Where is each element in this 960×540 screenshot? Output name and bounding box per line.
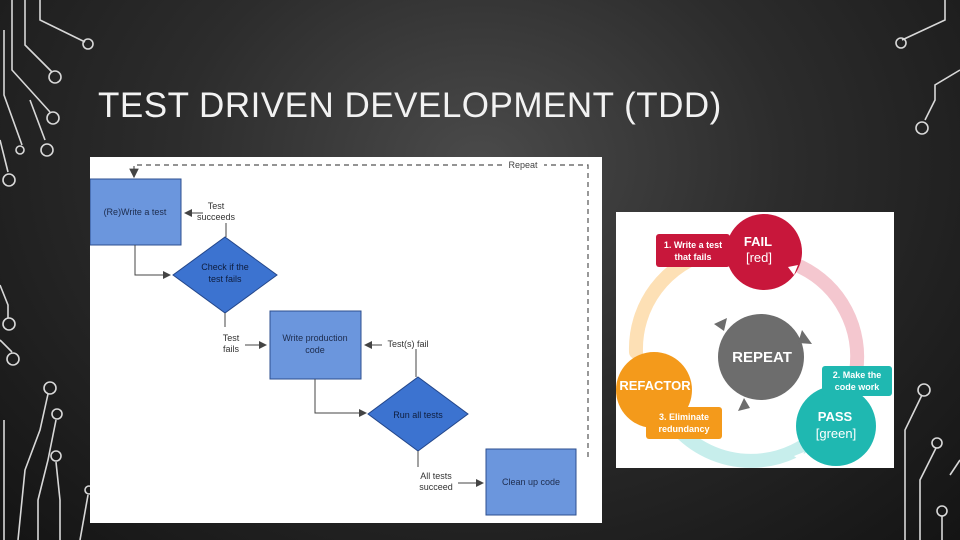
step3-line1: 3. Eliminate (659, 412, 709, 422)
repeat-title: REPEAT (732, 349, 792, 366)
step1-line2: that fails (674, 252, 711, 262)
clean-up-box (485, 448, 577, 516)
pass-stage: PASS [green] 2. Make the code work (794, 366, 892, 466)
step2-badge (822, 366, 892, 396)
write-test-box (89, 178, 182, 246)
tdd-cycle-diagram: FAIL [red] 1. Write a test that fails RE… (616, 212, 894, 468)
test-succeeds-label: Test (208, 201, 225, 211)
step1-line1: 1. Write a test (664, 240, 722, 250)
test-fails-label-2: fails (223, 344, 240, 354)
write-code-label-2: code (305, 345, 325, 355)
refactor-title: REFACTOR (619, 378, 691, 393)
repeat-label: Repeat (508, 160, 538, 170)
step2-line1: 2. Make the (833, 370, 882, 380)
refactor-stage: REFACTOR 3. Eliminate redundancy (616, 342, 722, 439)
cycle-svg: FAIL [red] 1. Write a test that fails RE… (616, 214, 892, 468)
repeat-stage: REPEAT (714, 314, 812, 411)
all-succeed-label: All tests (420, 471, 452, 481)
check-fails-label-2: test fails (208, 274, 242, 284)
clean-up-label: Clean up code (502, 477, 560, 487)
flowchart-svg: Repeat (Re)Write a test Test succeeds Ch… (89, 159, 589, 516)
test-fails-label: Test (223, 333, 240, 343)
pass-circle (796, 386, 876, 466)
step3-badge (646, 407, 722, 439)
write-test-label: (Re)Write a test (104, 207, 167, 217)
write-code-label: Write production (282, 333, 347, 343)
step3-line2: redundancy (658, 424, 709, 434)
fail-circle (726, 214, 802, 290)
repeat-loop: Repeat (129, 159, 589, 457)
all-succeed-label-2: succeed (419, 482, 453, 492)
fail-stage: FAIL [red] 1. Write a test that fails (656, 214, 802, 290)
write-code-box (269, 310, 362, 380)
pass-subtitle: [green] (816, 426, 856, 441)
tests-fail-label: Test(s) fail (387, 339, 428, 349)
slide-title: TEST DRIVEN DEVELOPMENT (TDD) (98, 86, 722, 125)
run-tests-label: Run all tests (393, 410, 443, 420)
step2-line2: code work (835, 382, 881, 392)
step1-badge (656, 234, 730, 267)
fail-title: FAIL (744, 234, 772, 249)
fail-subtitle: [red] (746, 250, 772, 265)
repeat-circle (718, 314, 804, 400)
test-succeeds-label-2: succeeds (197, 212, 236, 222)
check-fails-label: Check if the (201, 262, 249, 272)
pass-title: PASS (818, 409, 853, 424)
tdd-flowchart: Repeat (Re)Write a test Test succeeds Ch… (89, 157, 602, 523)
